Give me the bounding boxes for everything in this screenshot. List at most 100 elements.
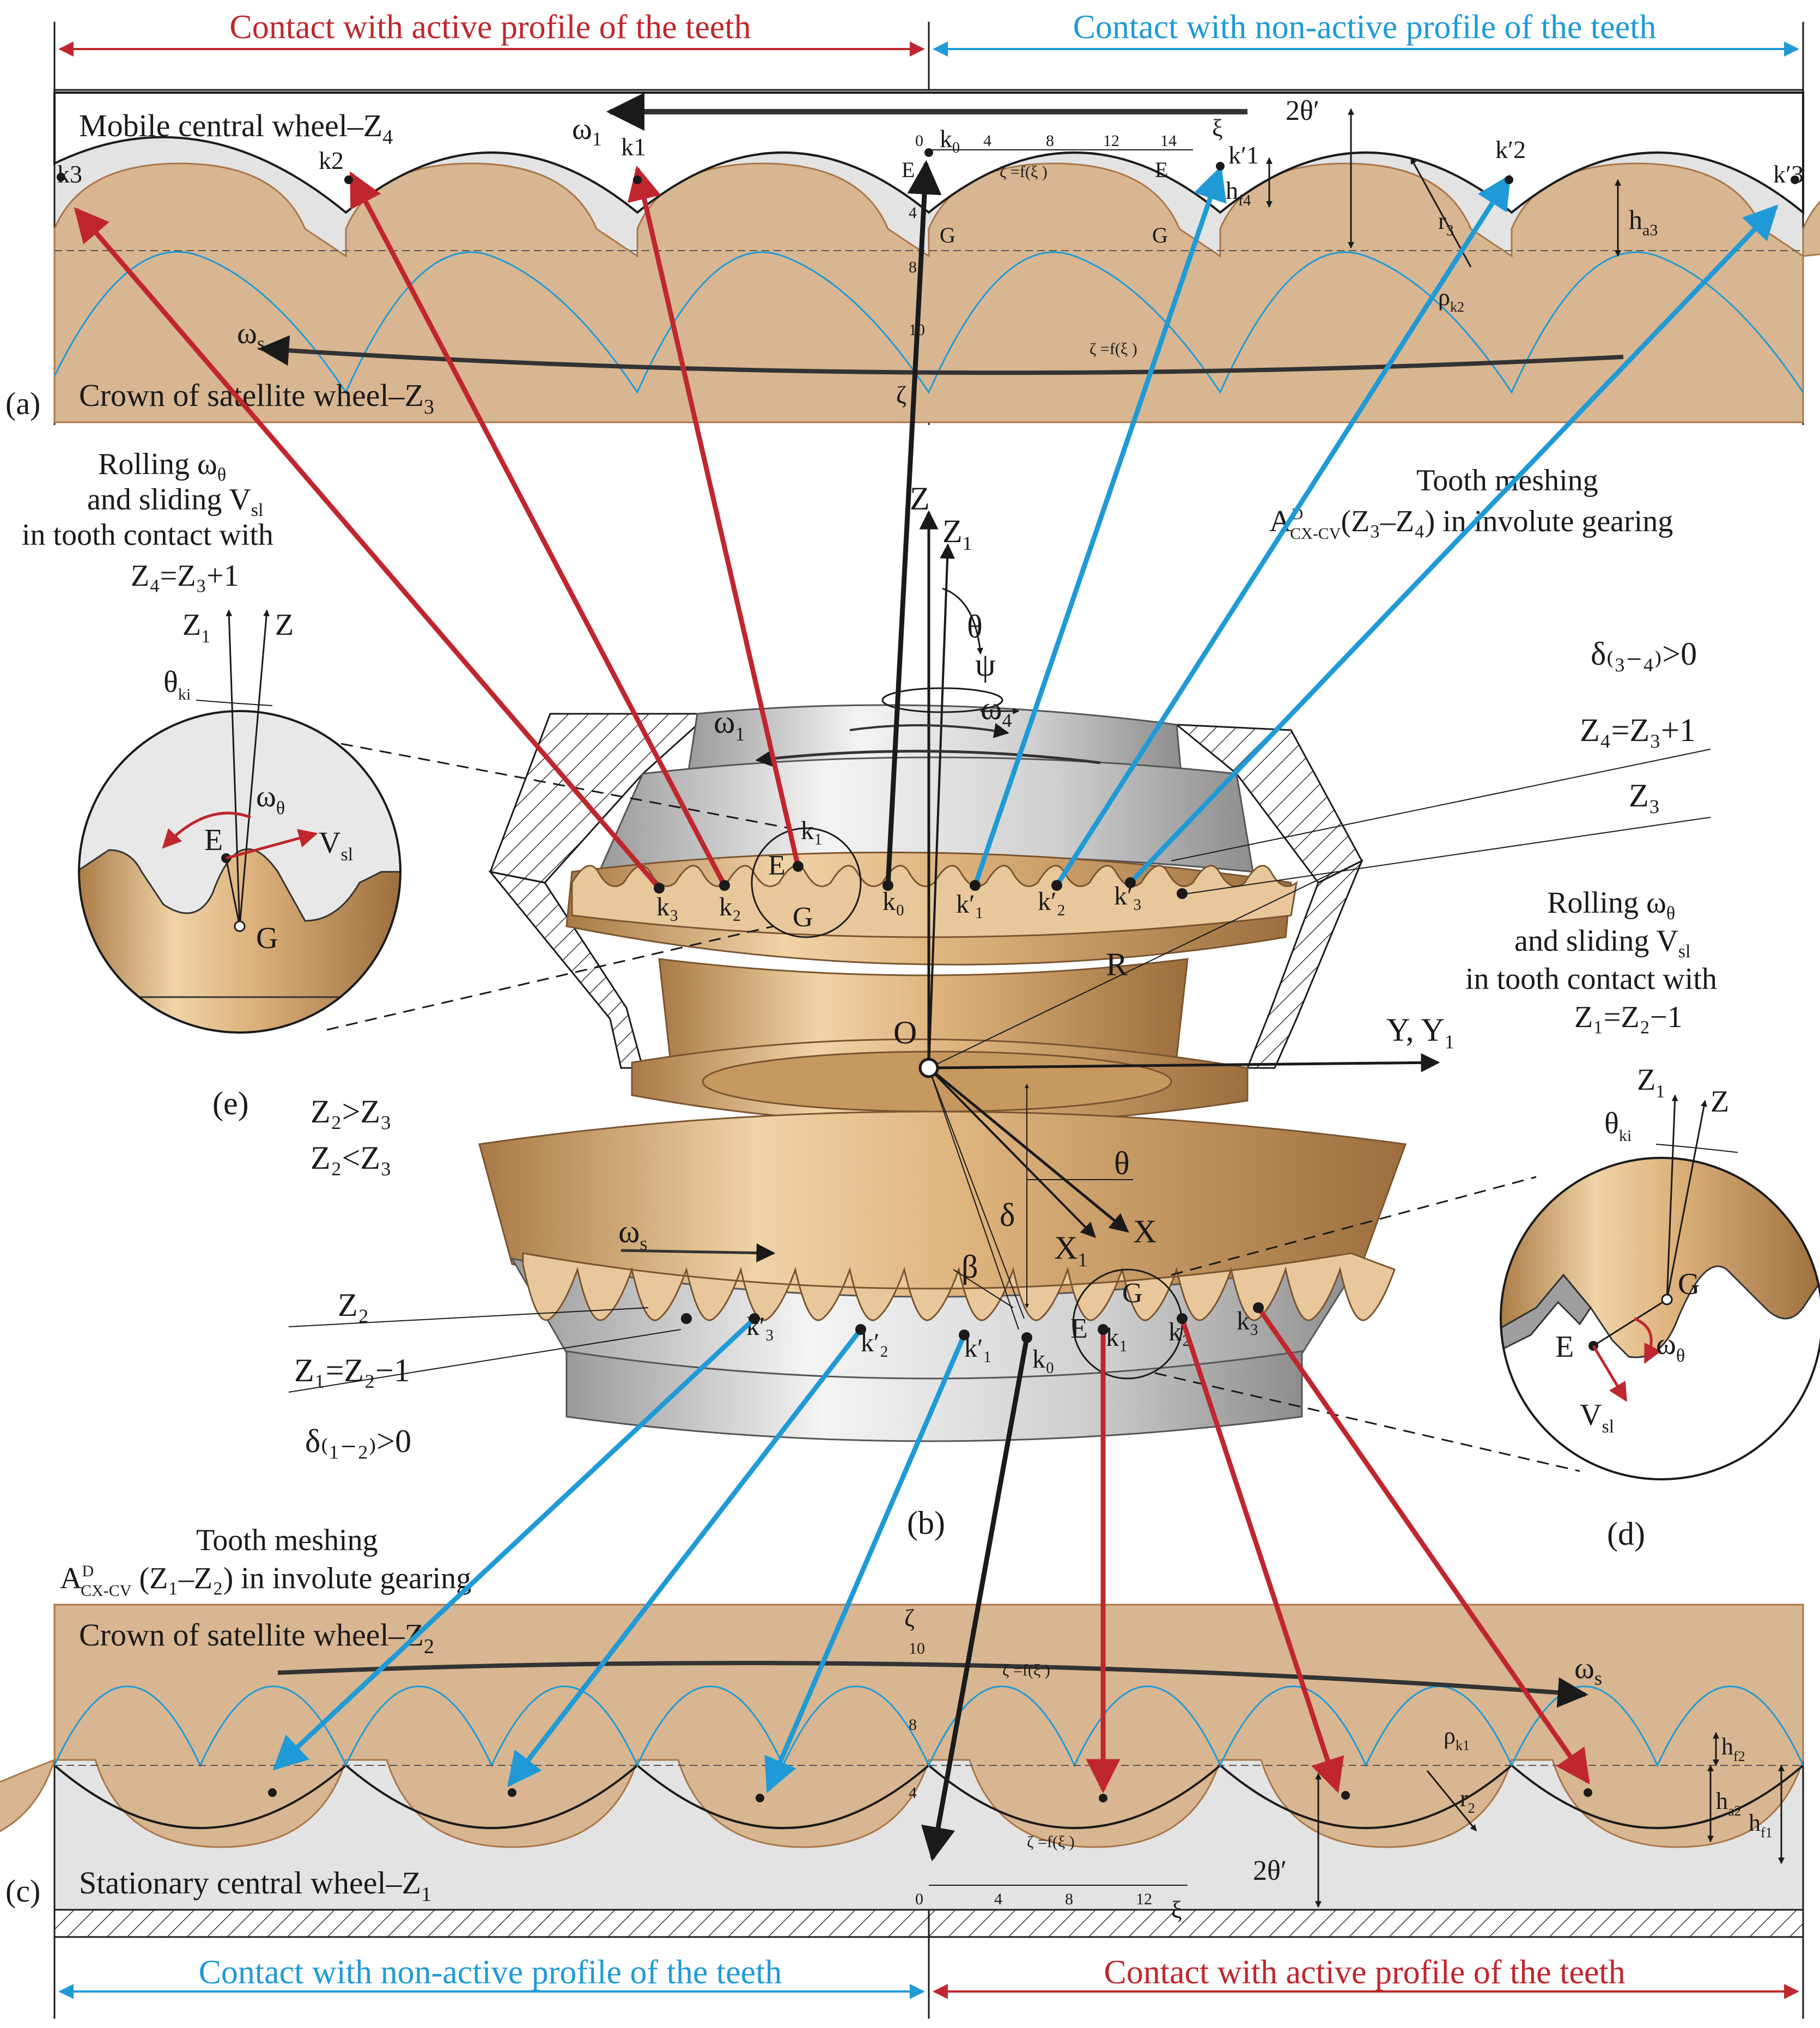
beta-label: β xyxy=(961,1249,978,1285)
e-E-label: E xyxy=(204,823,223,857)
pt-a-k1p: k′1 xyxy=(1228,141,1259,169)
two-theta-a: 2θ′ xyxy=(1286,95,1319,126)
r3-label: r3 xyxy=(1438,208,1454,239)
panel-b-tag: (b) xyxy=(907,1505,945,1541)
rolling-e-line2: and sliding Vsl xyxy=(87,483,263,520)
top-nonactive-label: Contact with non-active profile of the t… xyxy=(1073,9,1657,46)
r2-label: r2 xyxy=(1460,1785,1475,1816)
pt-a-k1: k1 xyxy=(621,133,646,161)
blue-trajectory-a xyxy=(53,251,1804,394)
delta34-label: δ₍₃₋₄₎>0 xyxy=(1591,636,1697,672)
axis-X-label: X xyxy=(1133,1213,1156,1249)
gear-lo-k1p: k′₁ xyxy=(964,1334,992,1363)
rolling-d-line3: in tooth contact with xyxy=(1465,962,1717,996)
pt-a-E1: E xyxy=(902,157,915,182)
tick-c-4: 4 xyxy=(994,1890,1002,1908)
two-theta-c: 2θ′ xyxy=(1253,1855,1287,1886)
axis-Z-label: Z xyxy=(910,481,930,517)
tick-a-8: 8 xyxy=(1046,132,1054,150)
arrow-red-k2-top xyxy=(349,171,727,887)
arrow-red-k3-top xyxy=(74,207,661,890)
tick-a-14: 14 xyxy=(1160,132,1177,150)
omegas-c-label: ωs xyxy=(1574,1651,1602,1689)
arrow-red-k2-bottom xyxy=(1179,1317,1344,1793)
h-f1-label: hf1 xyxy=(1749,1810,1773,1841)
d-Vsl-label: Vsl xyxy=(1580,1398,1614,1437)
d-G-label: G xyxy=(1678,1267,1700,1301)
gear-up-k3: k₃ xyxy=(656,892,679,921)
rolling-e-line3: in tooth contact with xyxy=(22,518,273,552)
top-banner: Contact with active profile of the teeth… xyxy=(53,9,1804,425)
gear-lo-k0: k₀ xyxy=(1032,1345,1055,1374)
h-f4-label: hf4 xyxy=(1226,177,1251,209)
rho-k1-label: ρk1 xyxy=(1444,1722,1470,1753)
axis-Z1-label: Z1 xyxy=(942,513,972,554)
pt-a-k2p: k′2 xyxy=(1495,136,1526,163)
curve-upper-c: ζ =f(ξ ) xyxy=(1002,1661,1050,1679)
tick-a-y4: 4 xyxy=(909,204,917,222)
tick-c-8: 8 xyxy=(1065,1890,1073,1908)
tick-c-y4: 4 xyxy=(909,1784,917,1802)
rolling-e-line4: Z₄=Z₃+1 xyxy=(131,559,239,593)
bottom-nonactive-label: Contact with non-active profile of the t… xyxy=(199,1954,782,1991)
tick-a-4: 4 xyxy=(983,132,991,150)
radius-R-label: R xyxy=(1106,946,1128,982)
gear-up-E: E xyxy=(768,850,786,881)
d-Z-label: Z xyxy=(1711,1085,1729,1119)
zeta-c: ζ xyxy=(904,1604,915,1632)
panel-d-tag: (d) xyxy=(1607,1516,1645,1552)
theta-top-label: θ xyxy=(967,609,983,645)
arrow-blue-k2p-bottom xyxy=(507,1328,863,1787)
bottom-active-label: Contact with active profile of the teeth xyxy=(1104,1954,1625,1991)
e-omega-theta-label: ωθ xyxy=(256,780,285,818)
gear-lo-k1: k₁ xyxy=(1106,1323,1128,1352)
arrow-blue-k3p-top xyxy=(1128,204,1779,885)
arrow-blue-k2p-top xyxy=(1055,174,1511,887)
detail-e: Z1 Z θki ωθ E Vsl G xyxy=(78,608,401,1034)
pt-a-k2: k2 xyxy=(319,147,344,174)
arrow-red-k1-top xyxy=(628,165,801,867)
gear-up-k1p: k′₁ xyxy=(956,890,984,919)
pt-a-k3p: k′3 xyxy=(1773,160,1804,188)
arrow-blue-k3p-bottom xyxy=(272,1316,757,1771)
stationary-wheel-label: Stationary central wheel–Z1 xyxy=(79,1865,431,1906)
origin-point xyxy=(918,1058,939,1078)
axis-YY1-label: Y, Y1 xyxy=(1386,1012,1454,1053)
h-a2-label: ha2 xyxy=(1716,1788,1742,1819)
gear-up-k2p: k′₂ xyxy=(1038,887,1066,916)
crown-z3-label: Crown of satellite wheel–Z3 xyxy=(79,378,434,418)
tick-c-y8: 8 xyxy=(909,1716,917,1734)
pt-a-G2: G xyxy=(1152,223,1168,247)
pt-a-k0: k0 xyxy=(940,125,960,156)
tick-c-12: 12 xyxy=(1136,1890,1152,1908)
gear-lo-k2p: k′₂ xyxy=(861,1328,888,1357)
e-Vsl-label: Vsl xyxy=(319,826,353,865)
contact-arrows xyxy=(57,148,1799,1862)
h-a3-label: ha3 xyxy=(1629,204,1658,239)
curve-upper-a: ζ =f(ξ ) xyxy=(1000,163,1048,181)
rolling-e-line1: Rolling ωθ xyxy=(98,447,226,485)
d-E-label: E xyxy=(1555,1330,1574,1364)
panel-e-tag: (e) xyxy=(212,1085,249,1121)
curve-lower-a: ζ =f(ξ ) xyxy=(1089,340,1137,358)
omega1-center-label: ω1 xyxy=(714,704,745,745)
mobile-wheel-label: Mobile central wheel–Z4 xyxy=(79,108,393,149)
omegas-center-label: ωs xyxy=(618,1213,648,1254)
tick-a-12: 12 xyxy=(1103,132,1119,150)
origin-O-label: O xyxy=(893,1015,917,1051)
detail-d: Z1 Z θki G E ωθ Vsl xyxy=(1500,1063,1820,1480)
tick-a-0: 0 xyxy=(915,132,923,150)
rolling-d-line4: Z₁=Z₂−1 xyxy=(1574,1000,1683,1034)
arrow-blue-k1p-bottom xyxy=(764,1334,967,1793)
z3-label: Z₃ xyxy=(1629,778,1660,813)
crown-z2-label: Crown of satellite wheel–Z2 xyxy=(79,1617,434,1658)
rolling-d-line2: and sliding Vsl xyxy=(1514,924,1690,962)
arrow-red-k3-bottom xyxy=(1256,1306,1590,1785)
panel-c: ωs Crown of satellite wheel–Z2 Stationar… xyxy=(0,1604,1804,1938)
e-Z1-label: Z1 xyxy=(182,608,210,647)
panel-a-tag: (a) xyxy=(5,386,40,421)
gear-up-G: G xyxy=(793,902,813,933)
panel-c-tag: (c) xyxy=(5,1873,40,1909)
